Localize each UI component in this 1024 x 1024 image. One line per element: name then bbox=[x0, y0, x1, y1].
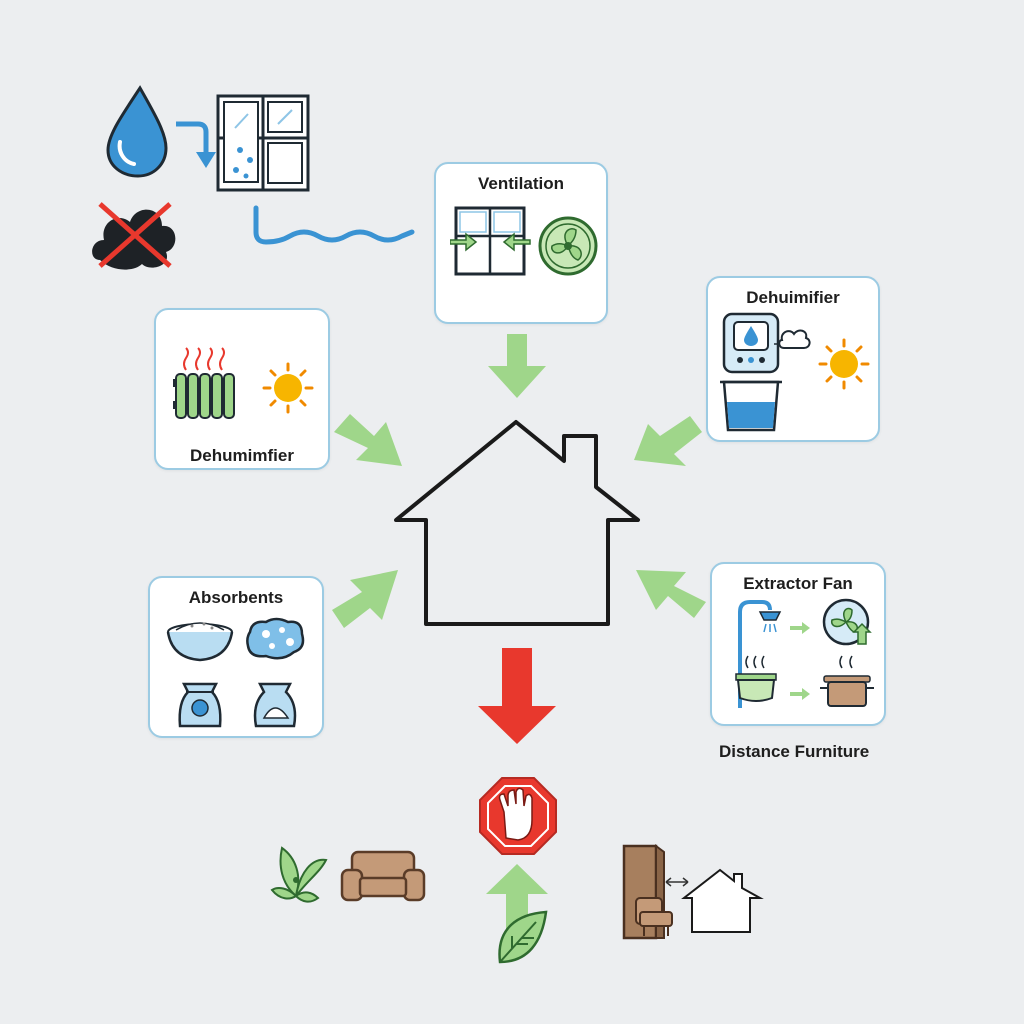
arrow-from-dehumidifier bbox=[634, 416, 702, 466]
sponge-icon bbox=[246, 617, 305, 660]
fan-icon bbox=[538, 216, 598, 276]
distance-furniture-caption: Distance Furniture bbox=[719, 742, 870, 761]
card-dehumidifier: Dehuimifier bbox=[706, 276, 880, 442]
leaf-icon bbox=[498, 910, 548, 964]
absorbents-title: Absorbents bbox=[188, 588, 284, 607]
small-house-icon bbox=[681, 868, 764, 933]
card-extractor-fan: Extractor Fan bbox=[710, 562, 886, 726]
mold-cross-icon bbox=[92, 202, 176, 270]
sun-icon bbox=[262, 362, 314, 414]
arrow-up-to-stop bbox=[486, 864, 548, 938]
arrow-from-ventilation bbox=[488, 334, 546, 398]
pot-icon bbox=[820, 655, 874, 707]
sun-icon bbox=[818, 338, 870, 390]
dehumidifier-title: Dehuimifier bbox=[746, 288, 840, 307]
bowl-icon bbox=[166, 622, 234, 662]
window-condensation-icon bbox=[216, 94, 310, 192]
flow-arrow-icon bbox=[176, 121, 216, 168]
arrow-from-extractor bbox=[636, 570, 706, 618]
extractor-fan-title: Extractor Fan bbox=[743, 574, 853, 593]
extractor-icons bbox=[735, 598, 874, 708]
radiator-icon bbox=[173, 347, 314, 419]
bag-icon bbox=[253, 682, 297, 728]
sofa-icon bbox=[340, 850, 426, 902]
dehumidifier-icon bbox=[720, 312, 870, 432]
pot-icon bbox=[735, 655, 777, 702]
green-arrows bbox=[332, 334, 706, 938]
water-drop-icon bbox=[106, 85, 168, 178]
card-heating: Dehumimfier bbox=[154, 308, 330, 470]
ventilation-title: Ventilation bbox=[478, 174, 564, 193]
arrow-from-heating bbox=[334, 414, 402, 466]
water-wave-icon bbox=[253, 205, 415, 245]
bag-icon bbox=[178, 682, 222, 728]
stop-hand-icon bbox=[479, 777, 557, 855]
water-container-icon bbox=[720, 380, 782, 432]
window-airflow-icon bbox=[450, 206, 598, 276]
card-absorbents: Absorbents bbox=[148, 576, 324, 738]
arrow-from-absorbents bbox=[332, 570, 398, 628]
distance-arrow-icon bbox=[665, 877, 689, 887]
plant-icon bbox=[270, 846, 328, 903]
fan-icon bbox=[822, 598, 872, 646]
card-ventilation: Ventilation bbox=[434, 162, 608, 324]
heating-title: Dehumimfier bbox=[190, 446, 294, 465]
shower-icon bbox=[738, 600, 782, 708]
house-icon bbox=[394, 420, 640, 626]
red-arrow-down bbox=[478, 648, 556, 744]
wardrobe-icon bbox=[622, 844, 673, 940]
absorbents-icons bbox=[166, 617, 305, 728]
